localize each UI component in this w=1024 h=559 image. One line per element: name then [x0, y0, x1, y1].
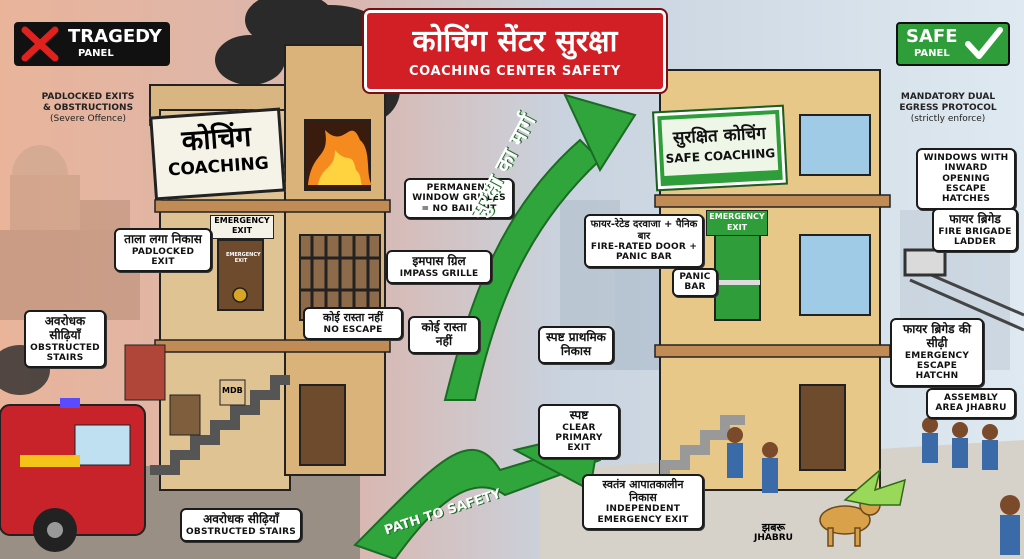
clear-primary-hindi-label: स्पष्ट प्राथमिक निकास: [538, 326, 614, 364]
windows-hatches-text: WINDOWS WITH INWARD OPENING ESCAPE HATCH…: [923, 153, 1009, 205]
tragedy-panel-badge: TRAGEDY PANEL: [14, 22, 170, 66]
fire-door-english: FIRE-RATED DOOR + PANIC BAR: [590, 242, 698, 263]
fire-stair-hindi: फायर ब्रिगेड की सीढ़ी: [902, 322, 972, 350]
padlocked-exit-label: ताला लगा निकास PADLOCKED EXIT: [114, 228, 212, 273]
title-banner: कोचिंग सेंटर सुरक्षा COACHING CENTER SAF…: [362, 8, 668, 94]
title-hindi: कोचिंग सेंटर सुरक्षा: [412, 24, 618, 59]
obstructed-stairs-hindi: अवरोधक सीढ़ियाँ: [44, 314, 86, 342]
fire-brigade-ladder: [903, 248, 1024, 332]
check-mark-icon: [965, 27, 1003, 59]
fire-ladder-hindi: फायर ब्रिगेड: [949, 212, 1001, 226]
bottom-stairs-hindi: अवरोधक सीढ़ियाँ: [203, 512, 279, 526]
safe-sub: PANEL: [914, 48, 950, 59]
tragedy-caption-line2: & OBSTRUCTIONS: [42, 102, 134, 113]
independent-exit-english: INDEPENDENT EMERGENCY EXIT: [597, 504, 689, 525]
x-mark-icon: [21, 26, 59, 62]
clear-primary-label: स्पष्ट CLEAR PRIMARY EXIT: [538, 404, 620, 459]
panic-bar: [715, 280, 760, 285]
book-pile: [124, 344, 166, 401]
fire-truck: [0, 398, 146, 552]
independent-exit-hindi: स्वतंत्र आपातकालीन निकास: [602, 478, 684, 504]
no-escape-english: NO ESCAPE: [323, 324, 383, 335]
no-escape-hindi: कोई रास्ता नहीं: [323, 311, 383, 324]
no-way-label: कोई रास्ता नहीं: [408, 316, 480, 354]
mdb-box: [219, 379, 246, 406]
fire-stair-english: EMERGENCY ESCAPE HATCHN: [904, 350, 970, 382]
safe-sign-english: SAFE COACHING: [665, 146, 776, 166]
safe-coaching-sign: सुरक्षित कोचिंग SAFE COACHING: [652, 104, 788, 192]
tragedy-sub: PANEL: [78, 48, 114, 59]
fire-ladder-label: फायर ब्रिगेड FIRE BRIGADE LADDER: [932, 208, 1018, 253]
safe-caption: MANDATORY DUAL EGRESS PROTOCOL (strictly…: [878, 92, 1018, 124]
title-english: COACHING CENTER SAFETY: [409, 64, 621, 79]
independent-exit-label: स्वतंत्र आपातकालीन निकास INDEPENDENT EME…: [582, 474, 704, 530]
assembly-area-text: ASSEMBLY AREA JHABRU: [935, 393, 1007, 414]
fire-door-label: फायर-रेटेड दरवाजा + पैनिक बार FIRE-RATED…: [584, 214, 704, 268]
fire-rated-door: [714, 229, 761, 321]
tragedy-caption: PADLOCKED EXITS & OBSTRUCTIONS (Severe O…: [18, 92, 158, 124]
tragedy-caption-line1: PADLOCKED EXITS: [41, 92, 135, 102]
obstructed-stairs-label: अवरोधक सीढ़ियाँ OBSTRUCTED STAIRS: [24, 310, 106, 369]
tragedy-label: TRAGEDY: [68, 26, 162, 47]
impass-grille-label: इमपास ग्रिल IMPASS GRILLE: [386, 250, 492, 285]
safe-emergency-exit-sign: EMERGENCY EXIT: [706, 210, 768, 236]
permanent-grilles-text: PERMANENT WINDOW GRILLES = NO BAILOUT: [412, 183, 506, 214]
safe-label: SAFE: [906, 26, 958, 47]
impass-grille-hindi: इमपास ग्रिल: [412, 254, 466, 268]
permanent-grilles-label: PERMANENT WINDOW GRILLES = NO BAILOUT: [404, 178, 514, 220]
dog-name-english: JHABRU: [754, 533, 793, 544]
panic-bar-text: PANIC BAR: [679, 272, 711, 293]
fire-door-hindi: फायर-रेटेड दरवाजा + पैनिक बार: [590, 219, 698, 242]
coaching-sign: कोचिंग COACHING: [149, 107, 286, 201]
padlock-icon: [232, 287, 248, 303]
clear-primary-hindi-short: स्पष्ट: [569, 408, 589, 422]
safe-caption-line3: (strictly enforce): [910, 113, 986, 124]
obstructed-stairs-english: OBSTRUCTED STAIRS: [30, 342, 100, 363]
mdb-label: MDB: [222, 386, 243, 395]
dog-name: झबरू JHABRU: [754, 521, 793, 544]
assembly-area-label: ASSEMBLY AREA JHABRU: [926, 388, 1016, 419]
safe-sign-hindi: सुरक्षित कोचिंग: [672, 123, 767, 149]
tragedy-caption-line3: (Severe Offence): [49, 113, 127, 124]
students-crowd: [727, 417, 1020, 555]
fire-stair-label: फायर ब्रिगेड की सीढ़ी EMERGENCY ESCAPE H…: [890, 318, 984, 387]
clear-primary-hindi: स्पष्ट प्राथमिक निकास: [546, 330, 606, 358]
impass-grille-english: IMPASS GRILLE: [399, 268, 479, 279]
tragedy-door-small-sign: EMERGENCY EXIT: [226, 252, 261, 264]
no-escape-label: कोई रास्ता नहीं NO ESCAPE: [303, 307, 403, 340]
dog-name-hindi: झबरू: [761, 521, 786, 534]
panic-bar-label: PANIC BAR: [672, 268, 718, 297]
tragedy-emergency-exit-sign: EMERGENCY EXIT: [210, 215, 274, 239]
padlocked-exit-hindi: ताला लगा निकास: [124, 232, 202, 246]
obstructed-stairs: [150, 375, 290, 475]
bottom-obstructed-stairs-label: अवरोधक सीढ़ियाँ OBSTRUCTED STAIRS: [180, 508, 302, 543]
safe-caption-line2: EGRESS PROTOCOL: [899, 102, 997, 113]
window-grille: [300, 235, 380, 320]
fire-ladder-english: FIRE BRIGADE LADDER: [938, 226, 1012, 248]
assembly-arrow: [843, 467, 906, 506]
no-way-hindi: कोई रास्ता नहीं: [421, 320, 467, 348]
windows-hatches-label: WINDOWS WITH INWARD OPENING ESCAPE HATCH…: [916, 148, 1016, 210]
clear-stairs: [640, 415, 745, 485]
clear-primary-english: CLEAR PRIMARY EXIT: [555, 422, 603, 454]
siren-light: [60, 398, 80, 408]
padlocked-exit-english: PADLOCKED EXIT: [131, 246, 195, 268]
safe-caption-line1: MANDATORY DUAL: [900, 92, 996, 102]
safe-panel-badge: SAFE PANEL: [896, 22, 1010, 66]
fire-flames: [308, 130, 372, 185]
bottom-stairs-english: OBSTRUCTED STAIRS: [186, 526, 296, 537]
